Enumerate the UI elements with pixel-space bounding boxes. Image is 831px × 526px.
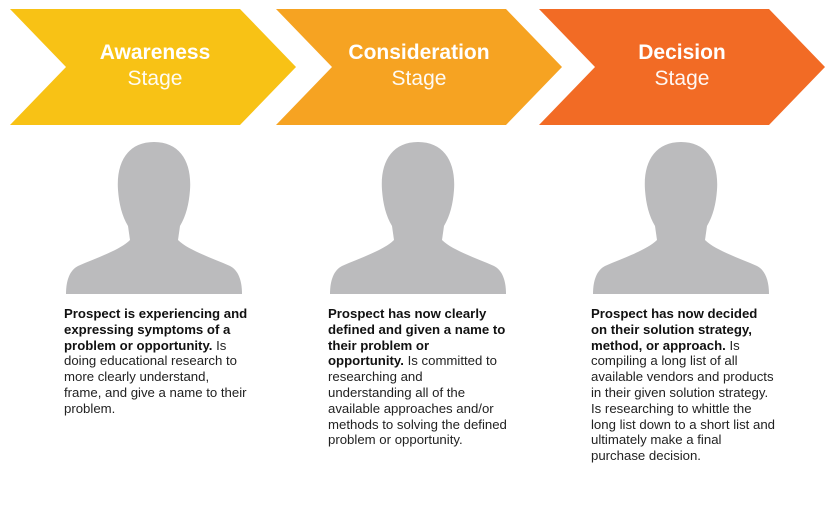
stage-title-decision: Decision Stage bbox=[572, 40, 792, 91]
stage-chevrons bbox=[10, 9, 825, 125]
person-silhouette-icon bbox=[593, 142, 769, 294]
decision-chevron bbox=[539, 9, 825, 125]
stage-name: Decision bbox=[638, 41, 726, 64]
stage-name: Awareness bbox=[99, 41, 211, 64]
description-body: Is compiling a long list of all availabl… bbox=[591, 337, 775, 464]
stage-name: Consideration bbox=[348, 41, 490, 64]
consideration-description: Prospect has now clearly defined and giv… bbox=[328, 306, 508, 448]
description-lead: Prospect has now decided on their soluti… bbox=[591, 306, 758, 353]
awareness-description: Prospect is experiencing and expressing … bbox=[64, 306, 248, 417]
description-body: Is committed to researching and understa… bbox=[328, 353, 507, 448]
description-lead: Prospect has now clearly defined and giv… bbox=[328, 306, 506, 369]
person-silhouette-icon bbox=[330, 142, 506, 294]
consideration-chevron bbox=[276, 9, 562, 125]
stage-sub: Stage bbox=[391, 66, 447, 90]
description-lead: Prospect is experiencing and expressing … bbox=[64, 306, 248, 353]
stage-sub: Stage bbox=[127, 66, 183, 90]
decision-description: Prospect has now decided on their soluti… bbox=[591, 306, 777, 464]
stage-sub: Stage bbox=[654, 66, 710, 90]
person-silhouette-icon bbox=[66, 142, 242, 294]
awareness-chevron bbox=[10, 9, 296, 125]
stage-title-awareness: Awareness Stage bbox=[45, 40, 265, 91]
stage-title-consideration: Consideration Stage bbox=[309, 40, 529, 91]
description-body: Is doing educational research to more cl… bbox=[64, 337, 247, 416]
